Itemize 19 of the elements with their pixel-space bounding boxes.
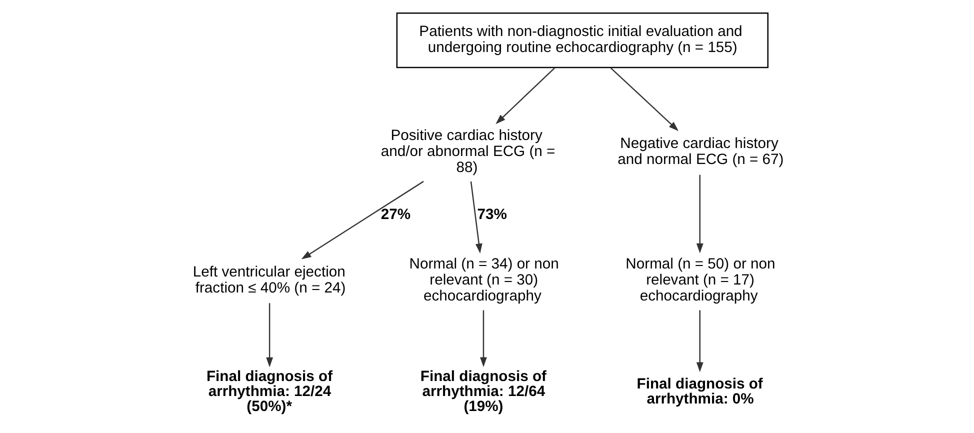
edge-label: 27% — [380, 207, 410, 224]
node-text: Normal (n = 50) or non relevant (n = 17) echocardiography — [625, 256, 775, 305]
node-text: Left ventricular ejection fraction ≤ 40% (n = 24) — [192, 264, 346, 297]
node-text: Final diagnosis of arrhythmia: 0% — [636, 376, 762, 408]
node-text: Positive cardiac history and/or abnormal ECG (n = 88) — [380, 128, 555, 176]
arrow — [696, 174, 703, 254]
arrow — [266, 303, 273, 368]
node-text: Negative cardiac history and normal ECG (n = 67) — [617, 136, 784, 168]
arrow — [300, 180, 424, 260]
arrow — [480, 310, 486, 368]
arrow — [470, 181, 482, 254]
arrow — [696, 310, 703, 372]
arrow — [495, 68, 554, 124]
node-box: Patients with non-diagnostic initial evaluation and undergoing routine echocardiography (n = 155) — [396, 12, 768, 68]
arrow — [610, 68, 678, 132]
node-text: Final diagnosis of arrhythmia: 12/64 (19%) — [420, 369, 546, 415]
node-text: Final diagnosis of arrhythmia: 12/24 (50%)* — [206, 369, 332, 415]
node-text: Normal (n = 34) or non relevant (n = 30) echocardiography — [408, 256, 558, 305]
edge-label: 73% — [476, 207, 506, 224]
